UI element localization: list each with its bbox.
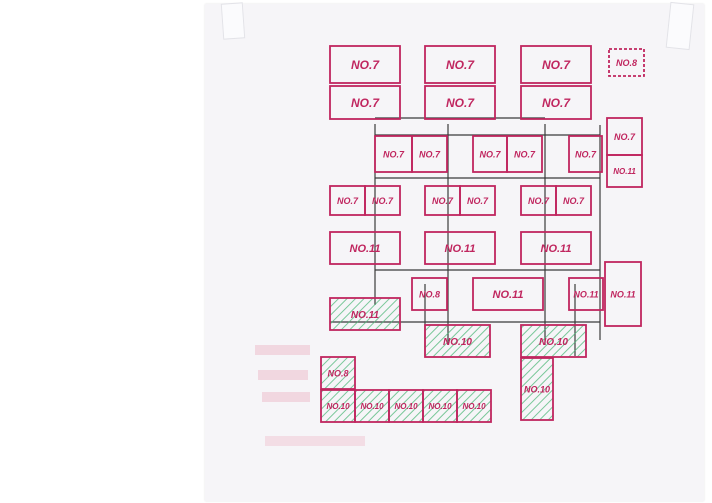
room-label: NO.7 [419, 149, 441, 159]
room-block-no-11: NO.11 [329, 297, 401, 331]
room-label: NO.11 [610, 289, 635, 299]
room-block-no-11: NO.11 [604, 261, 642, 327]
room-label: NO.7 [542, 96, 571, 110]
room-label: NO.7 [467, 196, 489, 206]
room-block-no-7: NO.7 [329, 45, 401, 84]
room-label: NO.10 [428, 402, 452, 411]
room-label: NO.10 [326, 402, 350, 411]
room-label: NO.7 [337, 196, 359, 206]
room-label: NO.8 [419, 289, 440, 299]
room-label: NO.7 [432, 196, 454, 206]
room-label: NO.11 [445, 243, 476, 255]
room-label: NO.10 [360, 402, 384, 411]
room-block-no-10: NO.10 [520, 324, 587, 358]
room-block-no-7: NO.7 [424, 185, 461, 216]
room-label: NO.11 [351, 310, 380, 321]
room-block-no-7: NO.7 [329, 85, 401, 120]
room-block-no-10: NO.10 [424, 324, 491, 358]
room-label: NO.7 [514, 149, 536, 159]
room-block-no-7: NO.7 [520, 85, 592, 120]
room-block-no-7: NO.7 [606, 117, 643, 156]
room-label: NO.7 [563, 196, 585, 206]
room-label: NO.7 [542, 58, 571, 72]
room-label: NO.7 [614, 132, 636, 142]
room-block-no-11: NO.11 [520, 231, 592, 265]
room-label: NO.11 [541, 243, 572, 255]
room-block-no-10: NO.10 [456, 389, 492, 423]
room-block-no-10: NO.10 [320, 389, 356, 423]
room-block-no-7: NO.7 [520, 185, 557, 216]
room-label: NO.7 [446, 96, 475, 110]
room-label: NO.10 [462, 402, 486, 411]
room-block-no-7: NO.7 [472, 135, 508, 173]
room-label: NO.7 [575, 149, 597, 159]
room-label: NO.7 [528, 196, 550, 206]
room-block-no-7: NO.7 [424, 45, 496, 84]
room-block-no-10: NO.10 [388, 389, 424, 423]
room-block-no-11: NO.11 [606, 154, 643, 188]
room-label: NO.10 [443, 337, 472, 348]
room-block-no-8: NO.8 [320, 356, 356, 390]
room-block-no-7: NO.7 [520, 45, 592, 84]
room-block-no-11: NO.11 [329, 231, 401, 265]
room-block-no-7: NO.7 [329, 185, 366, 216]
room-label: NO.7 [351, 58, 380, 72]
room-block-no-11: NO.11 [424, 231, 496, 265]
room-label: NO.10 [539, 337, 568, 348]
room-block-no-8: NO.8 [608, 48, 645, 77]
room-block-no-7: NO.7 [459, 185, 496, 216]
room-label: NO.11 [493, 289, 524, 301]
room-block-no-10: NO.10 [520, 357, 554, 421]
room-block-no-10: NO.10 [354, 389, 390, 423]
room-label: NO.7 [446, 58, 475, 72]
room-block-no-10: NO.10 [422, 389, 458, 423]
room-label: NO.11 [573, 289, 598, 299]
room-block-no-11: NO.11 [568, 277, 604, 311]
room-label: NO.7 [383, 149, 405, 159]
room-label: NO.8 [616, 58, 637, 68]
room-block-no-11: NO.11 [472, 277, 544, 311]
room-label: NO.11 [350, 243, 381, 255]
room-block-no-7: NO.7 [374, 135, 413, 173]
room-block-no-7: NO.7 [411, 135, 448, 173]
room-label: NO.7 [351, 96, 380, 110]
room-label: NO.10 [394, 402, 418, 411]
room-label: NO.7 [372, 196, 394, 206]
room-block-no-7: NO.7 [568, 135, 603, 173]
room-block-no-7: NO.7 [555, 185, 592, 216]
room-block-no-7: NO.7 [424, 85, 496, 120]
faint-marks [255, 345, 365, 446]
room-label: NO.7 [479, 149, 501, 159]
room-block-no-8: NO.8 [411, 277, 448, 311]
room-block-no-7: NO.7 [506, 135, 543, 173]
room-block-no-7: NO.7 [364, 185, 401, 216]
room-label: NO.11 [613, 167, 636, 176]
room-label: NO.8 [327, 368, 348, 378]
room-label: NO.10 [524, 384, 550, 394]
